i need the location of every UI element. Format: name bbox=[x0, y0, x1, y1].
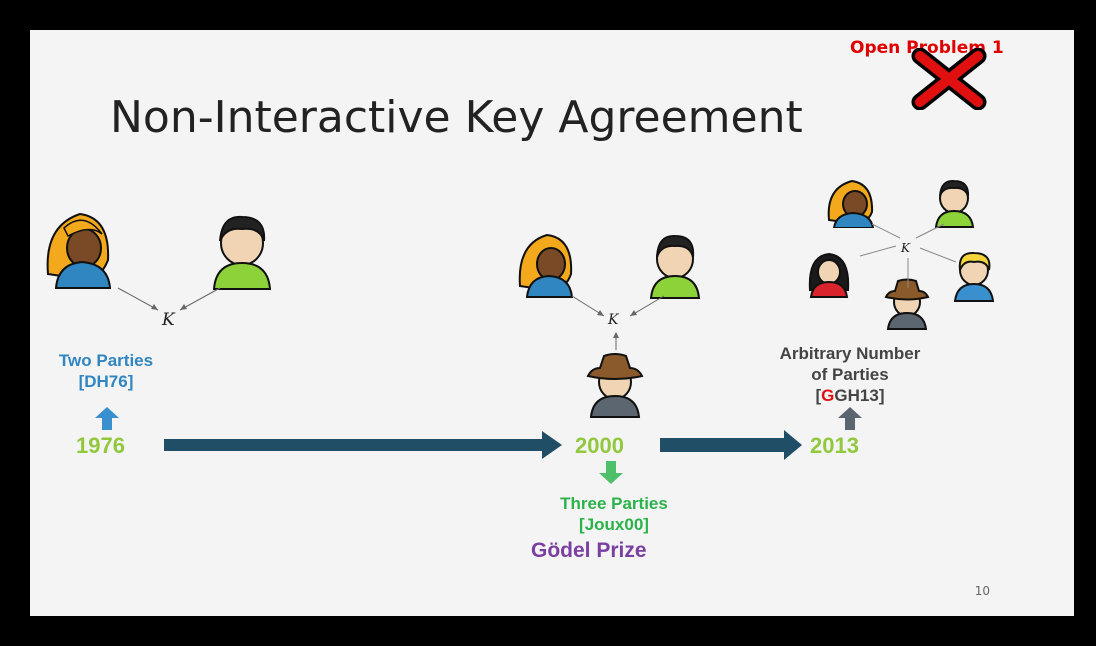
charlie-avatar-icon bbox=[884, 278, 930, 330]
key-symbol: K bbox=[901, 241, 910, 255]
alice-avatar-icon bbox=[827, 179, 874, 228]
godel-prize-label: Gödel Prize bbox=[531, 539, 647, 562]
page-number: 10 bbox=[974, 584, 990, 598]
ggh13-ref: [GGH13] bbox=[734, 385, 966, 406]
three-parties-text: Three Parties bbox=[560, 494, 668, 513]
key-symbol: K bbox=[162, 310, 175, 330]
red-person-avatar-icon bbox=[808, 252, 850, 298]
timeline-arrow-2 bbox=[660, 430, 802, 460]
bob-avatar-icon bbox=[212, 215, 272, 290]
two-parties-text: Two Parties bbox=[58, 351, 154, 370]
three-parties-label: Three Parties [Joux00] bbox=[524, 493, 704, 535]
key-arrows-icon bbox=[117, 287, 221, 311]
two-parties-label: Two Parties [DH76] bbox=[46, 350, 166, 392]
year-2000: 2000 bbox=[575, 433, 624, 458]
charlie-avatar-icon bbox=[586, 353, 644, 418]
year-2013: 2013 bbox=[810, 433, 859, 458]
ggh13-ref-open: [ bbox=[815, 386, 822, 405]
page-title: Non-Interactive Key Agreement bbox=[110, 92, 803, 143]
ggh13-ref-g: G bbox=[821, 386, 835, 405]
year-1976: 1976 bbox=[76, 433, 125, 458]
key-arrows-icon bbox=[571, 295, 665, 350]
arbitrary-parties-label: Arbitrary Number of Parties [GGH13] bbox=[734, 343, 966, 406]
arrow-up-icon bbox=[838, 407, 862, 430]
arrow-down-icon bbox=[599, 461, 623, 484]
alice-avatar-icon bbox=[46, 212, 112, 289]
red-x-icon bbox=[911, 48, 987, 110]
alice-avatar-icon bbox=[518, 233, 573, 298]
joux00-ref: [Joux00] bbox=[579, 515, 649, 534]
blonde-person-avatar-icon bbox=[953, 251, 995, 302]
dh76-ref: [DH76] bbox=[78, 372, 134, 391]
arbitrary-number-text: Arbitrary Number bbox=[779, 344, 921, 363]
key-symbol: K bbox=[608, 312, 619, 328]
ggh13-ref-rest: GH13] bbox=[834, 386, 885, 405]
key-arrows-icon bbox=[859, 223, 957, 288]
of-parties-text: of Parties bbox=[811, 365, 889, 384]
bob-avatar-icon bbox=[649, 234, 701, 299]
slide: Open Problem 1 Non-Interactive Key Agree… bbox=[30, 30, 1074, 616]
open-problem-label: Open Problem 1 bbox=[850, 38, 1004, 58]
bob-avatar-icon bbox=[934, 179, 975, 228]
timeline-arrow-1 bbox=[164, 431, 562, 459]
arrow-up-icon bbox=[95, 407, 119, 430]
